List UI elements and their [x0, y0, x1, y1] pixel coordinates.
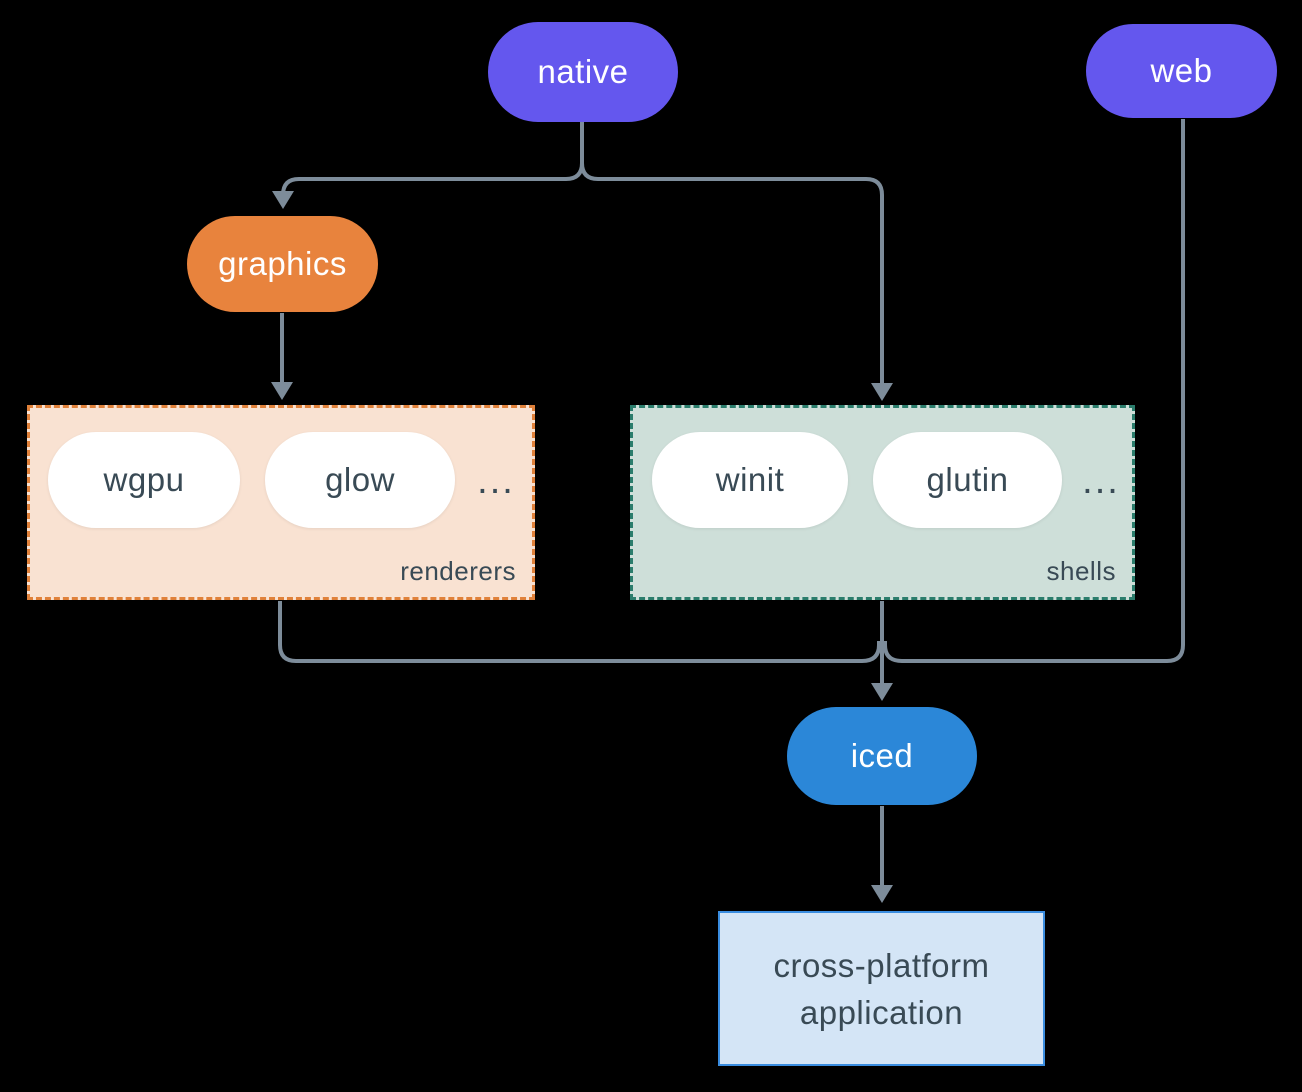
node-cross-platform-application: cross-platform application [718, 911, 1045, 1066]
arrowhead-application [871, 885, 893, 903]
node-web: web [1086, 24, 1277, 118]
arrowhead-iced [871, 683, 893, 701]
edge-native-graphics [281, 122, 584, 196]
node-native: native [488, 22, 678, 122]
node-iced: iced [787, 707, 977, 805]
renderers-ellipsis: ... [477, 460, 515, 502]
application-label: cross-platform application [773, 946, 990, 1031]
edge-renderers-iced [278, 601, 881, 663]
arrowhead-shells [871, 383, 893, 401]
node-wgpu: wgpu [48, 432, 240, 528]
renderers-group-label: renderers [400, 556, 516, 586]
group-shells: winit glutin ... shells [630, 405, 1135, 600]
edge-web-iced [883, 119, 1185, 663]
node-glow: glow [265, 432, 455, 528]
arrowhead-renderers [271, 382, 293, 400]
edge-native-shells [580, 122, 884, 384]
group-renderers: wgpu glow ... renderers [27, 405, 535, 600]
shells-ellipsis: ... [1082, 460, 1120, 502]
node-winit: winit [652, 432, 848, 528]
node-graphics: graphics [187, 216, 378, 312]
arrowhead-graphics [272, 191, 294, 209]
node-glutin: glutin [873, 432, 1062, 528]
shells-group-label: shells [1046, 556, 1116, 586]
